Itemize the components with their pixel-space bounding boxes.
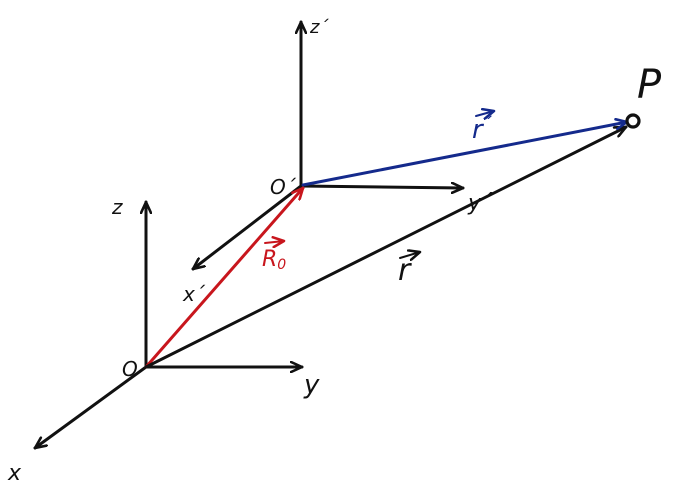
label-vector-r: r <box>398 253 412 288</box>
label-axis-z-prime: z´ <box>309 17 329 38</box>
vector-r-line <box>144 125 628 369</box>
label-vector-r-overarrow <box>399 252 420 258</box>
vector-r: r <box>144 125 628 369</box>
label-origin-prime: O´ <box>270 175 297 199</box>
label-point-p: P <box>637 62 662 108</box>
axis-x-prime <box>191 184 303 271</box>
label-axis-z: z <box>111 195 123 219</box>
label-vector-r0-overarrow <box>264 241 284 243</box>
vector-r-prime-line <box>301 122 629 187</box>
label-axis-x: x <box>7 461 22 484</box>
label-axis-x-prime: x´ <box>182 282 206 306</box>
vector-r0-line <box>144 186 305 369</box>
label-origin: O <box>122 357 138 381</box>
label-axis-y: y <box>303 370 320 400</box>
axis-x <box>33 365 148 450</box>
label-vector-r-prime-overarrow <box>475 111 494 116</box>
axis-y-prime <box>299 186 465 188</box>
vector-r-prime: r´ <box>301 111 629 187</box>
frame-o: O z y x <box>7 195 320 484</box>
point-p: P <box>625 62 662 129</box>
point-p-marker <box>625 113 641 129</box>
frame-o-prime: O´ z´ y´ x´ <box>182 17 493 306</box>
vector-r0: R0 <box>144 186 305 369</box>
label-vector-r0: R0 <box>262 247 286 273</box>
label-vector-r-prime: r´ <box>472 114 493 145</box>
